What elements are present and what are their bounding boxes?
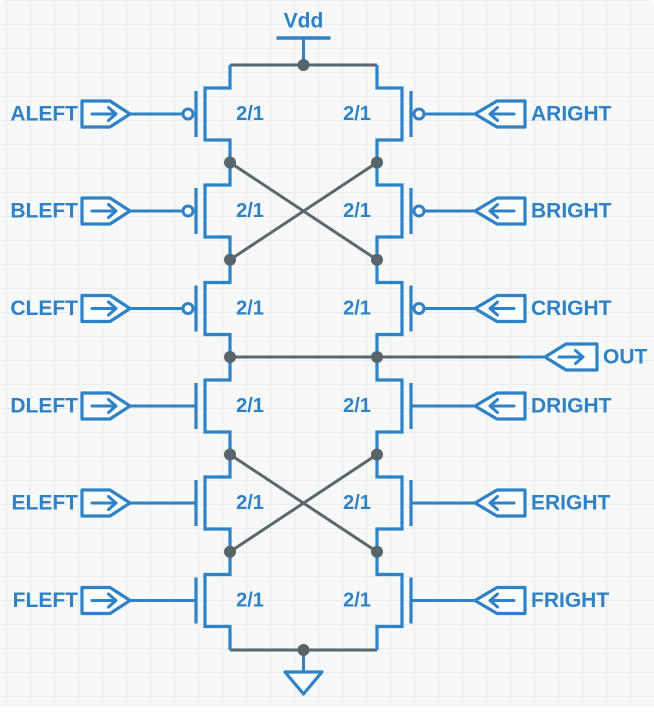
transistor-size-label: 2/1 xyxy=(343,103,371,125)
pmos-bubble-icon xyxy=(412,204,426,218)
channel-body xyxy=(375,65,404,163)
junction-dot xyxy=(297,59,310,71)
transistor-size-label: 2/1 xyxy=(236,103,264,125)
transistor-pmos-c-right[interactable]: 2/1 xyxy=(343,259,426,357)
vdd-label: Vdd xyxy=(284,10,324,33)
junction-dot xyxy=(224,448,236,461)
arrow-left-icon xyxy=(488,398,516,414)
junction-dot xyxy=(224,545,236,558)
transistor-size-label: 2/1 xyxy=(343,492,371,514)
port-label: ERIGHT xyxy=(531,492,611,515)
input-port-bleft[interactable]: BLEFT xyxy=(10,196,132,226)
arrow-right-icon xyxy=(90,592,118,609)
transistor-pmos-a-right[interactable]: 2/1 xyxy=(343,65,426,163)
port-label: ELEFT xyxy=(12,492,79,515)
channel-body xyxy=(203,551,232,650)
transistor-size-label: 2/1 xyxy=(343,590,371,612)
transistor-size-label: 2/1 xyxy=(236,590,264,612)
junction-dot xyxy=(371,448,383,461)
arrow-left-icon xyxy=(488,495,516,511)
transistor-size-label: 2/1 xyxy=(236,395,264,417)
transistor-pmos-b-left[interactable]: 2/1 xyxy=(181,162,264,260)
channel-body xyxy=(203,357,232,455)
vdd-supply[interactable]: Vdd xyxy=(276,10,331,66)
input-port-fright[interactable]: FRIGHT xyxy=(473,585,609,616)
port-label: BRIGHT xyxy=(531,200,612,223)
channel-body xyxy=(375,454,404,552)
transistor-size-label: 2/1 xyxy=(236,200,264,222)
junction-dot xyxy=(224,351,236,363)
arrow-left-icon xyxy=(488,203,516,219)
channel-body xyxy=(203,65,232,163)
ground-triangle-icon xyxy=(283,670,324,696)
pmos-bubble-icon xyxy=(181,107,195,121)
input-port-eright[interactable]: ERIGHT xyxy=(473,488,611,518)
cross-coupling-wire[interactable] xyxy=(229,453,378,554)
transistor-pmos-a-left[interactable]: 2/1 xyxy=(181,65,264,163)
channel-body xyxy=(203,454,232,552)
arrow-left-icon xyxy=(488,300,516,317)
pmos-bubble-icon xyxy=(412,107,426,121)
junction-dot xyxy=(371,351,383,363)
channel-body xyxy=(375,259,404,357)
input-port-cright[interactable]: CRIGHT xyxy=(473,293,612,324)
transistor-nmos-d-left[interactable]: 2/1 xyxy=(194,357,264,455)
input-port-dright[interactable]: DRIGHT xyxy=(473,391,612,421)
port-label: ALEFT xyxy=(10,103,78,126)
pmos-bubble-icon xyxy=(181,204,195,218)
transistor-size-label: 2/1 xyxy=(343,298,371,320)
channel-body xyxy=(375,162,404,260)
arrow-left-icon xyxy=(488,592,516,609)
junction-dot xyxy=(371,253,383,266)
transistor-size-label: 2/1 xyxy=(343,395,371,417)
transistor-pmos-c-left[interactable]: 2/1 xyxy=(181,259,264,357)
junction-dot xyxy=(224,156,236,169)
ground-symbol[interactable] xyxy=(283,650,324,696)
channel-body xyxy=(203,162,232,260)
transistor-nmos-f-left[interactable]: 2/1 xyxy=(194,551,264,650)
arrow-left-icon xyxy=(488,106,516,122)
arrow-right-icon xyxy=(90,106,118,122)
port-label: FLEFT xyxy=(13,589,78,612)
port-label: BLEFT xyxy=(10,200,78,223)
transistor-size-label: 2/1 xyxy=(236,492,264,514)
input-port-dleft[interactable]: DLEFT xyxy=(10,391,132,421)
input-port-aleft[interactable]: ALEFT xyxy=(10,99,132,129)
input-port-eleft[interactable]: ELEFT xyxy=(12,488,132,518)
transistor-size-label: 2/1 xyxy=(343,200,371,222)
arrow-right-icon xyxy=(90,398,118,414)
transistor-nmos-f-right[interactable]: 2/1 xyxy=(343,551,413,650)
channel-body xyxy=(375,357,404,455)
junction-dot xyxy=(371,545,383,558)
channel-body xyxy=(203,259,232,357)
port-label: OUT xyxy=(603,346,648,369)
port-label: FRIGHT xyxy=(531,589,609,612)
port-label: ARIGHT xyxy=(531,103,612,126)
channel-body xyxy=(375,551,404,650)
port-label: CLEFT xyxy=(10,297,78,320)
arrow-right-icon xyxy=(557,349,585,365)
pmos-bubble-icon xyxy=(412,302,426,315)
port-label: DLEFT xyxy=(10,395,78,418)
output-port-out[interactable]: OUT xyxy=(543,342,648,372)
transistor-size-label: 2/1 xyxy=(236,298,264,320)
transistor-pmos-b-right[interactable]: 2/1 xyxy=(343,162,426,260)
junction-dot xyxy=(224,253,236,266)
transistor-nmos-d-right[interactable]: 2/1 xyxy=(343,357,413,455)
junction-dot xyxy=(371,156,383,169)
arrow-right-icon xyxy=(90,300,118,317)
port-label: CRIGHT xyxy=(531,297,612,320)
port-label: DRIGHT xyxy=(531,395,612,418)
input-port-cleft[interactable]: CLEFT xyxy=(10,293,132,324)
input-port-bright[interactable]: BRIGHT xyxy=(473,196,612,226)
transistor-nmos-e-left[interactable]: 2/1 xyxy=(194,454,264,552)
arrow-right-icon xyxy=(90,495,118,511)
input-port-fleft[interactable]: FLEFT xyxy=(13,585,132,616)
junction-dot xyxy=(297,644,310,656)
input-port-aright[interactable]: ARIGHT xyxy=(473,99,612,129)
pmos-bubble-icon xyxy=(181,302,195,315)
arrow-right-icon xyxy=(90,203,118,219)
cross-coupling-wire[interactable] xyxy=(229,161,378,262)
